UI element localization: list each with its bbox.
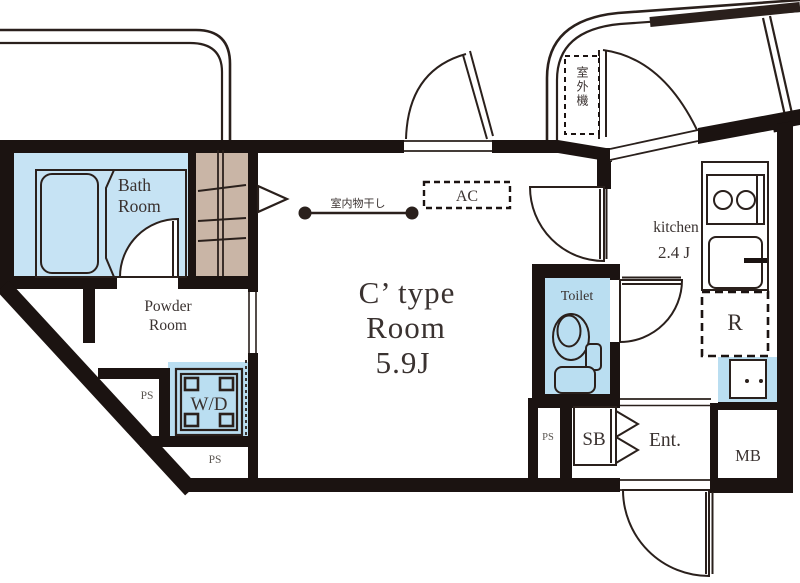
- wall-toilet-right-bottom: [610, 342, 620, 408]
- wall-under-wd: [140, 436, 258, 447]
- closet-details: [197, 150, 290, 276]
- entrance-threshold: [620, 478, 710, 492]
- wall-ps-right: [159, 368, 170, 440]
- ps-label-2: PS: [209, 454, 222, 466]
- toilet-bowl: [552, 313, 590, 361]
- ps-label-3: PS: [542, 432, 554, 443]
- wall-ps-top: [98, 368, 170, 379]
- shoe-box-door-arrow: [615, 435, 640, 465]
- wall-toilet-top: [532, 264, 620, 278]
- bath-room-label: Bath: [118, 175, 151, 195]
- wall-under-closet: [178, 276, 250, 289]
- room-type-title2: Room: [366, 310, 446, 345]
- wall-diagonal: [0, 280, 197, 496]
- shoe-box-door-arrow: [615, 409, 640, 439]
- doors: [118, 49, 714, 578]
- wall-mainroom-left-lower: [248, 353, 258, 478]
- room-type-title: C’ type: [359, 275, 456, 310]
- labels: Bath Room Powder Room W/D PS PS PS C’ ty…: [118, 65, 761, 466]
- faucet: [744, 258, 767, 263]
- bath-deck-edge: [105, 169, 115, 278]
- wall-powder-left: [83, 285, 95, 343]
- bath-door: [118, 217, 179, 278]
- wall-top-left: [0, 140, 405, 153]
- refrigerator-label: R: [727, 310, 743, 335]
- closet-door-arrow: [256, 184, 290, 214]
- balcony-door-kitchen-arc: [602, 49, 698, 131]
- water-heater-hatch: [729, 359, 767, 399]
- wd-label: W/D: [191, 394, 228, 415]
- wall-bath-closet: [188, 150, 196, 277]
- outdoor-unit-label: 室外機: [575, 65, 589, 108]
- outdoor-unit-box: [564, 55, 600, 135]
- entrance-door: [621, 489, 710, 578]
- wall-bottom-left: [182, 478, 620, 492]
- refrigerator-space: [700, 290, 770, 358]
- stove-burner: [736, 190, 756, 210]
- closet-area: [196, 150, 248, 277]
- washer-dryer-unit: [174, 360, 247, 438]
- shoe-box: [573, 406, 640, 466]
- wall-top-middle: [492, 140, 612, 162]
- bath-room-label2: Room: [118, 196, 161, 216]
- wall-ps-column-left: [528, 398, 538, 478]
- main-room-door: [528, 186, 605, 263]
- wall-ent-mb-divider: [710, 403, 718, 478]
- shoe-box-label: SB: [582, 429, 605, 450]
- entrance-label: Ent.: [649, 430, 681, 451]
- ps-label-1: PS: [141, 390, 154, 402]
- ac-label: AC: [456, 188, 478, 205]
- laundry-pole-label: 室内物干し: [331, 196, 386, 210]
- wall-toilet-bottom: [532, 394, 620, 408]
- wall-mainroom-left-upper: [248, 150, 258, 292]
- wall-toilet-left: [532, 264, 545, 408]
- powder-room-label: Powder: [144, 298, 192, 315]
- toilet-fixture: [552, 313, 602, 394]
- kitchen-label: kitchen: [653, 219, 699, 236]
- kitchen-counter: [701, 161, 769, 291]
- bathtub: [40, 173, 99, 274]
- kitchen-balcony-threshold: [610, 129, 698, 161]
- unit-bath-outline: [35, 169, 187, 278]
- wall-corridor-stub: [597, 148, 611, 189]
- powder-room-label2: Room: [149, 317, 187, 334]
- toilet-door: [619, 279, 684, 344]
- wall-left: [0, 140, 14, 292]
- bath-fixtures: [35, 169, 187, 278]
- balcony-railing-left: [0, 28, 232, 140]
- meter-box-label: MB: [735, 446, 761, 465]
- wall-bottom-right: [710, 478, 793, 493]
- kitchen-size-label: 2.4 J: [658, 243, 691, 262]
- wall-mb-top: [718, 402, 793, 410]
- indoor-laundry-pole: [298, 206, 419, 220]
- wall-toilet-right-top: [610, 264, 620, 280]
- toilet-tank: [554, 366, 596, 394]
- openings: [247, 129, 711, 492]
- wall-right: [777, 121, 793, 493]
- walls: [0, 109, 800, 496]
- stove-burner: [713, 190, 733, 210]
- balcony-door-main-arc: [405, 53, 467, 140]
- wall-kitchen-top-diagonal: [698, 109, 800, 144]
- wall-ps-sb-divider: [560, 405, 572, 478]
- toilet-label: Toilet: [561, 289, 594, 304]
- ac-box: [422, 180, 512, 210]
- room-size-label: 5.9J: [376, 345, 431, 380]
